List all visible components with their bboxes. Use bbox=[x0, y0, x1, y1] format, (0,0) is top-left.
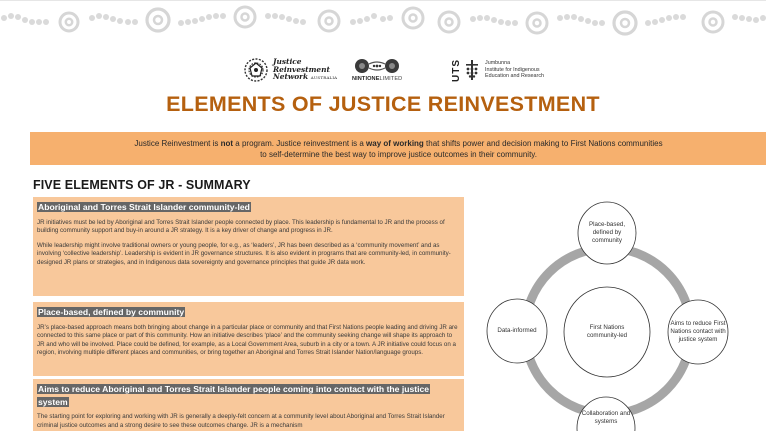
jrn-emblem-icon bbox=[244, 58, 268, 82]
dot-circle-pattern-icon bbox=[1, 5, 766, 36]
section-paragraph: The starting point for exploring and wor… bbox=[37, 413, 445, 429]
jrn-line3: Network bbox=[273, 72, 309, 82]
banner-bold-not: not bbox=[220, 139, 234, 148]
section-heading: Aims to reduce Aboriginal and Torres Str… bbox=[37, 384, 431, 407]
diagram-ring-graphic bbox=[486, 201, 729, 431]
section-paragraph: JR initiatives must be led by Aboriginal… bbox=[37, 218, 445, 235]
section-paragraph: While leadership might involve tradition… bbox=[37, 241, 451, 266]
uts-jumbunna-logo: UTS Jumbunna Institute for Indigenous Ed… bbox=[451, 52, 544, 88]
page-title: ELEMENTS OF JUSTICE REINVESTMENT bbox=[166, 92, 600, 116]
jrn-tag: AUSTRALIA bbox=[310, 75, 338, 81]
diagram-node-data-informed: Data-informed bbox=[497, 327, 537, 335]
ninti-one-emblem-icon bbox=[355, 59, 400, 73]
section-heading: Aboriginal and Torres Strait Islander co… bbox=[37, 202, 251, 212]
uts-wordmark: UTS bbox=[451, 58, 462, 82]
section-paragraph: JR’s place-based approach means both bri… bbox=[37, 323, 458, 357]
justice-reinvestment-network-logo: Justice Reinvestment Network AUSTRALIA bbox=[243, 52, 337, 88]
section-heading: Place-based, defined by community bbox=[37, 307, 186, 317]
uts-line1: Jumbunna bbox=[485, 60, 511, 67]
intro-banner: Justice Reinvestment is not a program. J… bbox=[30, 132, 766, 165]
five-elements-diagram: Place-based, defined by community First … bbox=[470, 180, 766, 431]
banner-text-1: Justice Reinvestment is bbox=[134, 139, 221, 148]
uts-line3: Education and Research bbox=[485, 73, 545, 80]
banner-text-2: a program. Justice reinvestment is a bbox=[233, 139, 367, 148]
ninti-rest: LIMITED bbox=[379, 76, 403, 82]
element-section-community-led: Aboriginal and Torres Strait Islander co… bbox=[33, 197, 464, 296]
diagram-node-center-community-led: First Nations community-led bbox=[586, 324, 628, 339]
banner-text-3: that shifts power and decision making to… bbox=[423, 139, 663, 148]
jrn-line2: Reinvestment bbox=[273, 64, 330, 74]
ninti-bold: NINTIONE bbox=[352, 76, 380, 82]
uts-emblem-icon bbox=[466, 60, 478, 80]
banner-line-2: to self-determine the best way to improv… bbox=[260, 150, 537, 159]
jrn-line1: Justice bbox=[273, 57, 302, 67]
uts-line2: Institute for Indigenous bbox=[485, 66, 540, 73]
decorative-dot-pattern-border bbox=[0, 0, 766, 36]
diagram-node-reduce-contact: Aims to reduce First Nations contact wit… bbox=[670, 320, 726, 343]
summary-heading: FIVE ELEMENTS OF JR - SUMMARY bbox=[33, 178, 251, 192]
partner-logos: Justice Reinvestment Network AUSTRALIA N… bbox=[0, 52, 766, 88]
element-section-place-based: Place-based, defined by community JR’s p… bbox=[33, 302, 464, 376]
diagram-node-place-based: Place-based, defined by community bbox=[588, 221, 626, 244]
ninti-one-logo: NINTIONELIMITED bbox=[352, 52, 402, 88]
diagram-node-collaboration: Collaboration and systems bbox=[581, 410, 631, 425]
banner-bold-way-of-working: way of working bbox=[366, 139, 424, 148]
element-section-reduce-contact: Aims to reduce Aboriginal and Torres Str… bbox=[33, 379, 464, 431]
